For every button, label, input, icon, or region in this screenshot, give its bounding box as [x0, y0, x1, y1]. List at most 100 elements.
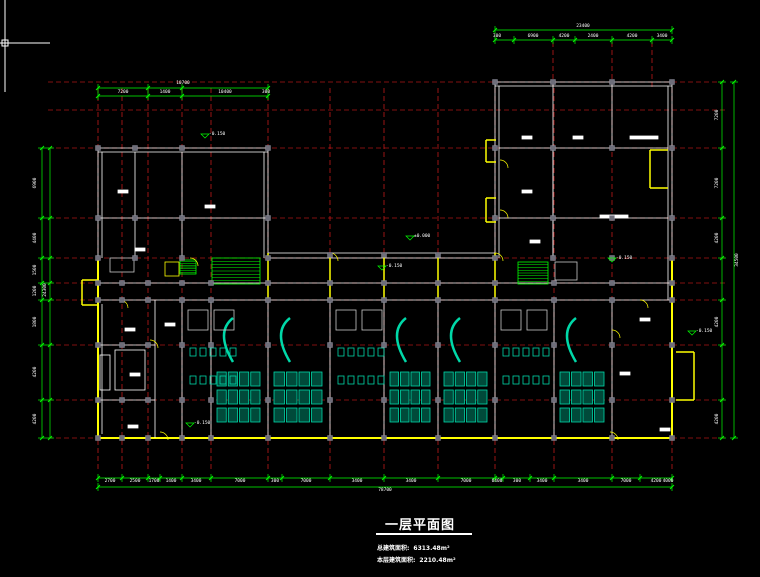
toilet-fixture: [367, 347, 375, 357]
bed: [311, 389, 323, 405]
column: [119, 342, 125, 348]
dim-bottom: 4200: [651, 478, 662, 484]
dim-bottom: 4000: [663, 478, 674, 484]
column: [609, 397, 615, 403]
level-mark: [687, 330, 697, 336]
bed: [389, 389, 399, 405]
door-swing: [609, 431, 619, 441]
column: [669, 145, 675, 151]
lift-shaft: [554, 261, 578, 281]
toilet-fixture: [542, 347, 550, 357]
column: [550, 79, 556, 85]
bed: [454, 371, 465, 387]
dimension-slash: [572, 37, 578, 43]
toilet-fixture: [209, 375, 217, 385]
level-label: ±0.000: [414, 233, 431, 239]
dimension-slash: [47, 297, 53, 303]
toilet-fixture: [347, 375, 355, 385]
column: [551, 297, 557, 303]
bed: [443, 371, 454, 387]
dim-bottom: 7000: [621, 478, 632, 484]
column: [551, 280, 557, 286]
door-swing: [499, 159, 509, 169]
dim-bottom: 3400: [352, 478, 363, 484]
column: [265, 297, 271, 303]
column: [95, 435, 101, 441]
bed: [298, 389, 310, 405]
column: [550, 255, 556, 261]
dimension-slash: [719, 297, 725, 303]
column: [208, 297, 214, 303]
toilet-fixture: [532, 375, 540, 385]
seating-arc: [395, 317, 408, 363]
column: [435, 280, 441, 286]
shaft: [164, 261, 180, 277]
dim-top-right: 2400: [588, 33, 599, 39]
level-label: -0.150: [386, 263, 403, 269]
column: [132, 145, 138, 151]
column: [265, 215, 271, 221]
room-tag: [521, 189, 533, 194]
bed: [477, 371, 488, 387]
dimension-slash: [47, 215, 53, 221]
column: [95, 215, 101, 221]
total-area-value: 6313.48m²: [413, 545, 450, 552]
dimension-slash: [39, 215, 45, 221]
dim-bottom: 2700: [105, 478, 116, 484]
dimension-slash: [119, 475, 125, 481]
bed: [559, 407, 570, 423]
column: [551, 342, 557, 348]
bed: [410, 407, 420, 423]
bed: [410, 389, 420, 405]
bed: [227, 371, 238, 387]
dimension-slash: [39, 297, 45, 303]
dimension-slash: [39, 397, 45, 403]
dim-bottom: 3400: [191, 478, 202, 484]
floor-area-row: 本层建筑面积:2210.48m²: [377, 555, 456, 564]
column: [669, 280, 675, 286]
column: [381, 397, 387, 403]
column: [179, 435, 185, 441]
dimension-slash: [145, 475, 151, 481]
dimension-slash: [669, 27, 675, 33]
dimension-slash: [47, 255, 53, 261]
room-tag: [619, 371, 631, 376]
structural-columns: [95, 79, 675, 441]
floor-area-value: 2210.48m²: [419, 557, 456, 564]
bed: [216, 389, 227, 405]
dimension-slash: [179, 85, 185, 91]
column: [669, 297, 675, 303]
door-swing: [149, 339, 159, 349]
dim-bottom: 1400: [166, 478, 177, 484]
dimension-slash: [649, 37, 655, 43]
dimension-slash: [435, 475, 441, 481]
bed: [389, 371, 399, 387]
column: [265, 397, 271, 403]
bed: [410, 371, 420, 387]
column: [179, 145, 185, 151]
seating-arc: [279, 317, 292, 363]
column: [550, 215, 556, 221]
column: [381, 280, 387, 286]
bed: [559, 389, 570, 405]
dimension-slash: [179, 475, 185, 481]
toilet-fixture: [229, 375, 237, 385]
dim-bottom: 300: [513, 478, 521, 484]
bed: [454, 407, 465, 423]
column: [492, 397, 498, 403]
column: [669, 255, 675, 261]
column: [669, 397, 675, 403]
bed: [594, 407, 605, 423]
column: [609, 280, 615, 286]
dimension-slash: [550, 37, 556, 43]
dimension-slash: [145, 93, 151, 99]
column: [208, 397, 214, 403]
room-tag: [129, 372, 141, 377]
column: [208, 342, 214, 348]
column: [435, 435, 441, 441]
dimension-slash: [327, 475, 333, 481]
dimension-slash: [719, 342, 725, 348]
bed: [273, 407, 285, 423]
counter-side: [99, 354, 111, 391]
